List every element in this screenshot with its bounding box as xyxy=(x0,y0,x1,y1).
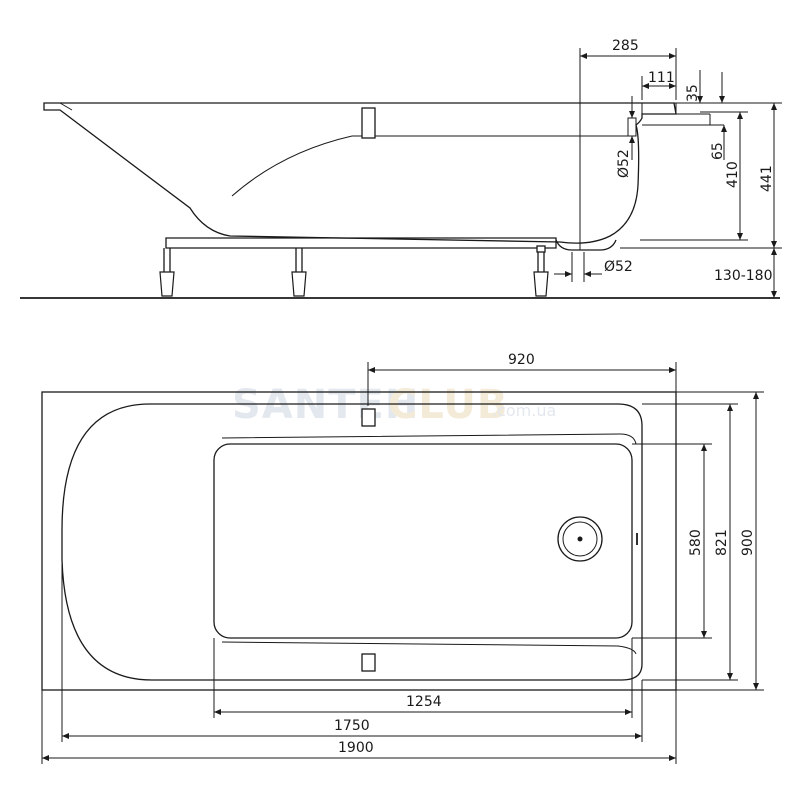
label-1900: 1900 xyxy=(338,740,374,756)
label-920: 920 xyxy=(508,352,535,368)
drain-side xyxy=(555,239,617,251)
label-1750: 1750 xyxy=(334,718,370,734)
label-285: 285 xyxy=(612,38,639,54)
label-900: 900 xyxy=(740,529,756,556)
leg-2 xyxy=(291,248,307,297)
label-441: 441 xyxy=(759,165,775,192)
label-1254: 1254 xyxy=(406,694,442,710)
label-65: 65 xyxy=(710,142,726,160)
label-overflow-diameter: Ø52 xyxy=(616,149,632,178)
overflow-side xyxy=(627,117,637,137)
tub-outer-outline xyxy=(41,391,677,691)
handle-top-lower xyxy=(361,653,376,672)
tub-floor xyxy=(213,443,633,639)
lower-ledge xyxy=(221,641,637,655)
label-821: 821 xyxy=(714,529,730,556)
tub-inner-outline xyxy=(61,403,643,681)
watermark-domain: .com.ua xyxy=(492,401,556,420)
tub-side-profile xyxy=(43,102,677,244)
label-410: 410 xyxy=(725,161,741,188)
drain-inner xyxy=(562,521,598,557)
label-111: 111 xyxy=(648,70,675,86)
side-view: 285 111 35 65 410 441 130-180 Ø52 xyxy=(20,38,782,299)
watermark-part2: CLUB xyxy=(388,382,508,428)
drain-outer xyxy=(557,516,603,562)
handle-top-upper xyxy=(361,408,376,427)
label-130-180: 130-180 xyxy=(714,268,773,284)
leg-3 xyxy=(533,248,549,297)
backrest-curve xyxy=(231,135,353,197)
right-rim-block xyxy=(641,102,677,115)
frame-rail xyxy=(165,237,557,249)
drain-center xyxy=(577,536,583,542)
handle-side xyxy=(361,107,376,139)
label-drain-diameter: Ø52 xyxy=(604,259,633,275)
leg-1 xyxy=(159,248,175,297)
label-35: 35 xyxy=(685,84,701,102)
watermark: SANTEH CLUB .com.ua xyxy=(232,382,556,428)
legs xyxy=(159,245,549,297)
top-view: 920 580 821 900 1254 1750 1900 xyxy=(41,352,764,764)
left-rim-chamfer xyxy=(59,102,73,111)
label-580: 580 xyxy=(688,529,704,556)
watermark-part1: SANTEH xyxy=(232,382,419,428)
upper-ledge xyxy=(221,433,637,445)
